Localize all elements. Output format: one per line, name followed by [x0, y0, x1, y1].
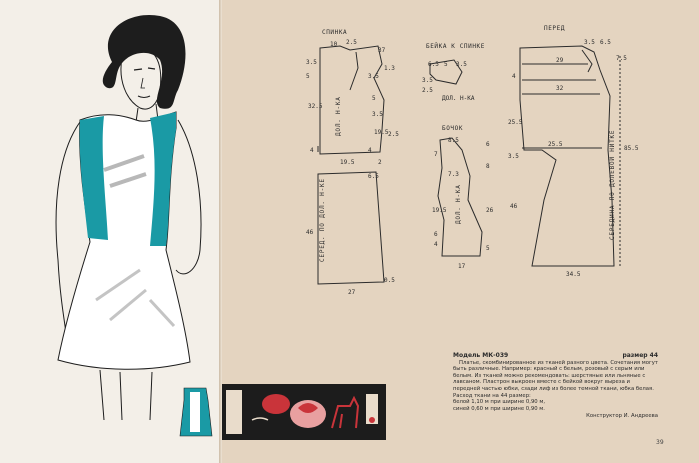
side-num-3: 7.3	[448, 171, 459, 178]
front-num-11: 25.5	[548, 141, 563, 148]
side-num-6: 19.5	[432, 207, 447, 214]
back-num-2: 5	[306, 73, 310, 80]
print-panel	[226, 390, 242, 434]
side-num-11: 5	[486, 245, 490, 252]
back-num-8: 32.5	[308, 103, 323, 110]
page-number: 39	[656, 439, 664, 446]
side-num-4: 8	[486, 163, 490, 170]
model-name: Модель МК-039	[453, 352, 509, 359]
front-num-6: 4	[512, 73, 516, 80]
back-num-7: 3.5	[372, 111, 383, 118]
back-dart	[349, 51, 359, 91]
front-num-9: 46	[510, 203, 518, 210]
thumbnail-dress-center	[190, 392, 200, 432]
skirt-num-3: 0.5	[384, 277, 395, 284]
side-grain-label: ДОЛ. Н-КА	[455, 184, 462, 224]
legs	[99, 369, 153, 421]
dress-left-panel	[79, 116, 108, 240]
print-pink-vase	[290, 400, 326, 428]
side-num-5: 7	[434, 151, 438, 158]
front-num-1: 3.5	[584, 39, 595, 46]
face-shape	[120, 51, 162, 110]
print-dot	[369, 417, 375, 423]
skirt-shading	[95, 268, 176, 328]
back-dim-top-2: 2.5	[346, 39, 357, 46]
description-body: Платье, скомбинированное из тканей разно…	[453, 359, 659, 392]
back-grain-label: ДОЛ. Н-КА	[335, 96, 342, 136]
hair-shape	[102, 14, 186, 109]
mouth	[137, 95, 151, 98]
back-dim-top-1: 10	[330, 41, 338, 48]
decorative-print-block	[222, 384, 386, 440]
back-num-4: 37	[378, 47, 386, 54]
left-page-illustration	[0, 0, 222, 463]
description-header: Модель МК-039 размер 44	[453, 352, 658, 360]
side-title: БОЧОК	[442, 125, 463, 132]
back-num-6: 5	[372, 95, 376, 102]
side-num-7: 26	[486, 207, 494, 214]
front-pattern-outline	[519, 45, 615, 267]
skirt-num-4: 27	[348, 289, 356, 296]
front-num-5: 32	[556, 85, 564, 92]
side-num-10: 17	[458, 263, 466, 270]
front-grain-label: СЕРЕДИНА ПО ДОЛЕВОЙ НИТКЕ	[609, 130, 616, 240]
fashion-illustration	[55, 14, 218, 440]
fabric-line-blue: синей 0,60 м при ширине 0,90 м.	[453, 405, 545, 412]
side-num-1: 8.5	[448, 137, 459, 144]
back-facing-num-3: 3.5	[456, 61, 467, 68]
front-num-7: 25.5	[508, 119, 523, 126]
print-deer	[331, 395, 360, 429]
back-num-11: 4	[310, 147, 314, 154]
front-num-12: 34.5	[566, 271, 581, 278]
back-facing-num-4: 3.5	[422, 77, 433, 84]
dress-shading	[103, 154, 147, 188]
pattern-drawings: СПИНКА 10 2.5 3.5 5 3.5 37 1.3 5 3.5 32.…	[306, 25, 639, 296]
front-num-2: 6.5	[600, 39, 611, 46]
front-num-4: 29	[556, 57, 564, 64]
back-num-9: 19.5	[374, 129, 389, 136]
back-facing-title: БЕЙКА К СПИНКЕ	[426, 43, 485, 50]
print-red-leaf	[298, 403, 318, 413]
skirt-grain-label: СЕРЕД. ПО ДОЛ. Н-КЕ	[319, 178, 326, 262]
back-num-10: 2.5	[388, 131, 399, 138]
front-title: ПЕРЕД	[544, 25, 565, 32]
fabric-line-white: белой 1,10 м при ширине 0,90 м,	[453, 399, 546, 406]
skirt-num-1: 6.5	[368, 173, 379, 180]
side-num-2: 6	[486, 141, 490, 148]
back-num-1: 3.5	[306, 59, 317, 66]
print-line	[251, 417, 269, 421]
constructor-credit: Конструктор И. Андреева	[586, 413, 658, 420]
eyebrows	[133, 67, 156, 71]
back-pattern-outline	[319, 45, 385, 155]
print-red-flower	[262, 394, 290, 414]
back-facing-num-1: 6.5	[428, 61, 439, 68]
front-num-3: 7.5	[616, 55, 627, 62]
back-facing-grain-label: ДОЛ. Н-КА	[442, 95, 475, 102]
dress-right-panel	[150, 112, 176, 246]
back-num-5: 1.3	[384, 65, 395, 72]
back-facing-num-2: 5	[444, 61, 448, 68]
back-num-3: 3.5	[368, 73, 379, 80]
front-num-10: 85.5	[624, 145, 639, 152]
fabric-title: Расход ткани на 44 размер:	[453, 392, 531, 399]
back-facing-num-5: 2.5	[422, 87, 433, 94]
skirt-pattern-outline	[317, 171, 385, 285]
back-bottom-dim: 19.5	[340, 159, 355, 166]
skirt-num-2: 46	[306, 229, 314, 236]
print-frame	[366, 394, 378, 424]
nose	[140, 77, 145, 89]
model-size: размер 44	[622, 352, 658, 359]
side-pattern-outline	[437, 137, 483, 257]
side-num-8: 4	[434, 241, 438, 248]
front-neckline	[581, 49, 593, 73]
back-num-13: 2	[378, 159, 382, 166]
back-title: СПИНКА	[322, 29, 347, 36]
side-num-9: 6	[434, 231, 438, 238]
right-arm	[175, 119, 202, 275]
back-facing-outline	[429, 59, 463, 85]
pattern-description: Модель МК-039 размер 44 Платье, скомбини…	[453, 352, 659, 420]
back-num-12: 4	[368, 147, 372, 154]
front-num-8: 3.5	[508, 153, 519, 160]
